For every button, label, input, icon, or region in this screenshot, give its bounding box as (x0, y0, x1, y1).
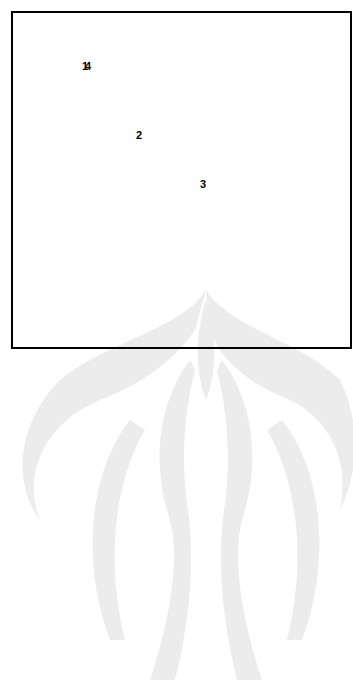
watermark-stem (217, 360, 262, 680)
numbered-box: 2 (11, 11, 352, 349)
watermark-stem (93, 420, 145, 640)
watermark-stem (267, 420, 319, 640)
box-number: 4 (85, 61, 91, 72)
numbered-box: 1 (11, 11, 352, 349)
watermark-bud (198, 300, 215, 400)
numbered-box: 4 (11, 11, 352, 349)
watermark-stem (150, 360, 195, 680)
box-number: 3 (200, 179, 206, 190)
numbered-box: 3 (11, 11, 352, 349)
box-number: 2 (136, 130, 142, 141)
